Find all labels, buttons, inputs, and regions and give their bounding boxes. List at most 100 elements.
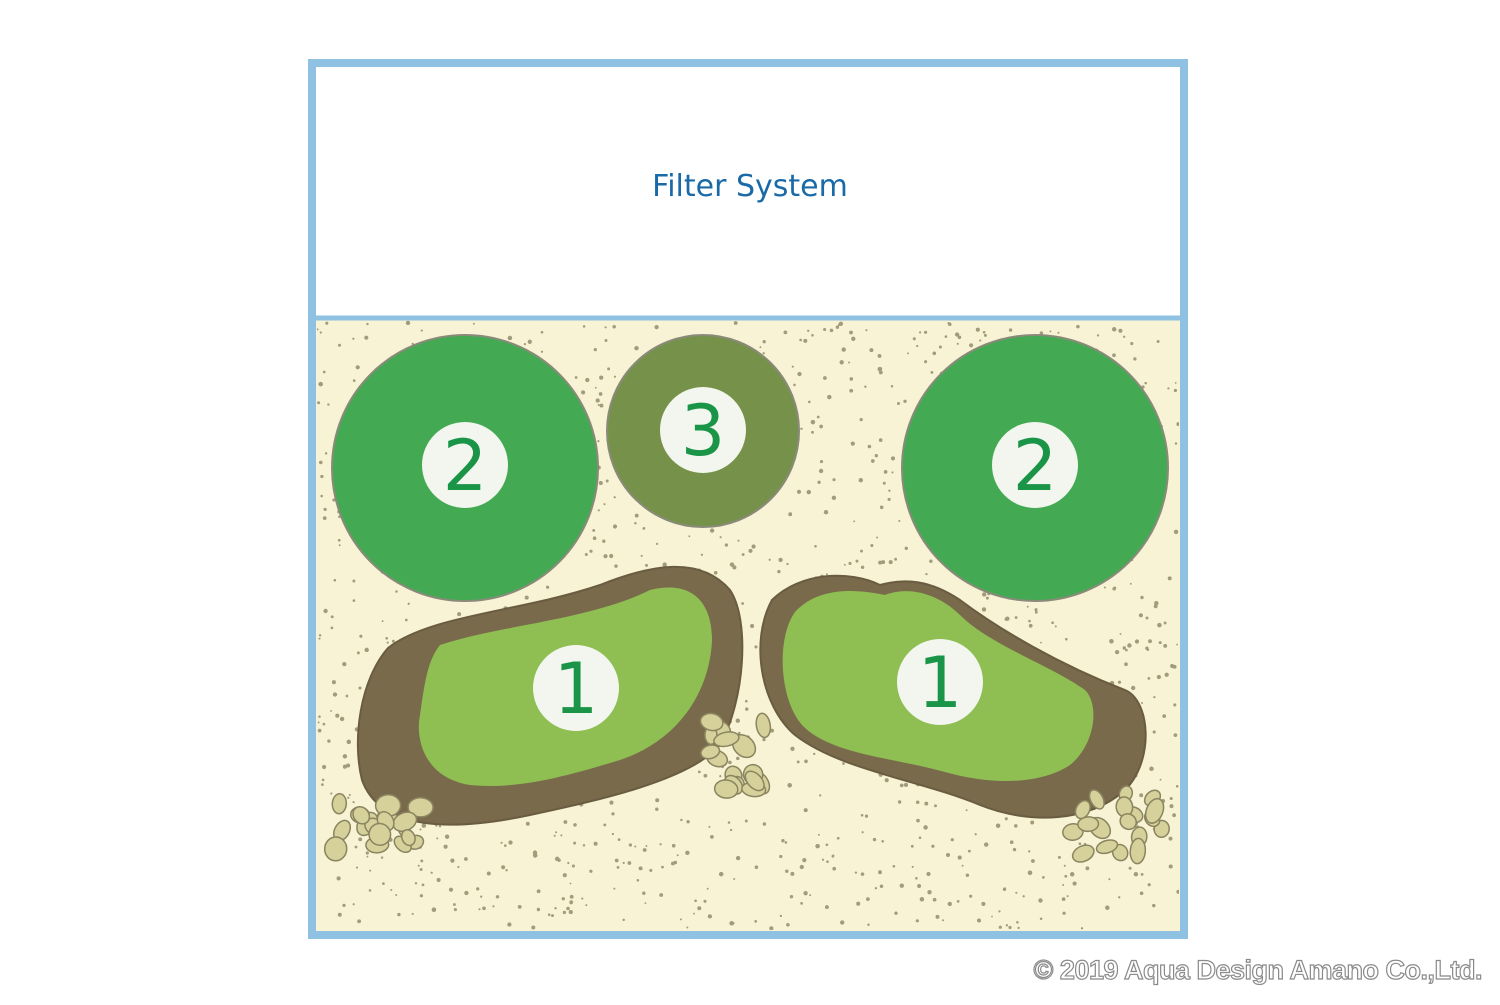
sand-grain bbox=[925, 572, 928, 576]
sand-grain bbox=[754, 920, 758, 923]
sand-grain bbox=[837, 323, 841, 327]
sand-grain bbox=[495, 895, 500, 899]
sand-grain bbox=[540, 330, 544, 334]
sand-grain bbox=[1038, 898, 1043, 903]
gravel-cluster-center bbox=[699, 712, 772, 799]
sand-grain bbox=[555, 831, 558, 834]
sand-grain bbox=[1169, 804, 1174, 809]
sand-grain bbox=[347, 796, 350, 799]
sand-grain bbox=[405, 320, 411, 326]
sand-grain bbox=[762, 822, 767, 826]
sand-grain bbox=[897, 402, 900, 405]
sand-grain bbox=[693, 912, 695, 915]
gravel-pebble bbox=[1129, 837, 1147, 865]
sand-grain bbox=[1057, 331, 1060, 334]
sand-grain bbox=[346, 739, 352, 745]
sand-grain bbox=[604, 326, 607, 329]
sand-grain bbox=[790, 871, 795, 876]
sand-grain bbox=[605, 479, 609, 483]
sand-grain bbox=[517, 905, 522, 909]
sand-grain bbox=[697, 906, 702, 911]
sand-grain bbox=[366, 322, 369, 326]
sand-grain bbox=[917, 884, 922, 888]
sand-grain bbox=[829, 328, 834, 333]
sand-grain bbox=[897, 800, 902, 804]
sand-grain bbox=[1031, 859, 1035, 863]
sand-grain bbox=[622, 861, 625, 865]
sand-grain bbox=[330, 792, 333, 795]
sand-grain bbox=[788, 512, 793, 517]
sand-grain bbox=[878, 367, 883, 371]
sand-grain bbox=[342, 661, 347, 667]
sand-grain bbox=[1069, 872, 1075, 877]
sand-grain bbox=[748, 548, 753, 553]
sand-grain bbox=[824, 905, 829, 910]
sand-grain bbox=[597, 403, 600, 407]
sand-grain bbox=[421, 823, 427, 828]
sand-grain bbox=[551, 914, 554, 918]
sand-grain bbox=[1034, 608, 1038, 612]
sand-grain bbox=[791, 365, 794, 368]
sand-grain bbox=[366, 855, 369, 858]
sand-grain bbox=[762, 737, 766, 742]
sand-grain bbox=[737, 731, 741, 735]
sand-grain bbox=[858, 478, 863, 483]
sand-grain bbox=[737, 539, 740, 542]
sand-grain bbox=[419, 828, 422, 831]
sand-grain bbox=[981, 592, 987, 597]
marker-number: 3 bbox=[681, 390, 726, 472]
sand-grain bbox=[318, 460, 323, 465]
sand-grain bbox=[1003, 887, 1006, 890]
sand-grain bbox=[932, 897, 937, 902]
sand-grain bbox=[1078, 842, 1082, 846]
sand-grain bbox=[505, 869, 508, 872]
sand-grain bbox=[706, 887, 709, 890]
sand-grain bbox=[779, 914, 783, 918]
sand-grain bbox=[860, 565, 865, 570]
sand-grain bbox=[945, 852, 951, 858]
sand-grain bbox=[731, 921, 735, 925]
sand-grain bbox=[320, 474, 324, 479]
sand-grain bbox=[327, 739, 331, 743]
sand-grain bbox=[1133, 871, 1139, 877]
sand-grain bbox=[786, 562, 789, 566]
sand-grain bbox=[1016, 921, 1019, 924]
gravel-pebble bbox=[700, 744, 721, 760]
sand-grain bbox=[867, 444, 872, 449]
sand-grain bbox=[1124, 662, 1128, 667]
sand-grain bbox=[1028, 623, 1033, 628]
sand-grain bbox=[540, 350, 544, 353]
sand-grain bbox=[888, 560, 893, 565]
sand-grain bbox=[849, 388, 854, 393]
sand-grain bbox=[982, 330, 986, 334]
sand-grain bbox=[703, 899, 707, 903]
filter-system-label: Filter System bbox=[652, 169, 848, 204]
sand-grain bbox=[609, 553, 614, 559]
sand-grain bbox=[1167, 576, 1172, 581]
gravel-pebble bbox=[1088, 789, 1105, 810]
sand-grain bbox=[317, 728, 322, 733]
sand-grain bbox=[797, 371, 802, 377]
sand-grain bbox=[573, 841, 577, 845]
sand-grain bbox=[879, 505, 884, 510]
sand-grain bbox=[676, 854, 679, 857]
sand-grain bbox=[628, 843, 633, 847]
sand-grain bbox=[318, 381, 323, 387]
sand-grain bbox=[649, 868, 653, 872]
sand-grain bbox=[585, 377, 590, 383]
sand-grain bbox=[567, 861, 570, 865]
sand-grain bbox=[915, 876, 918, 880]
sand-grain bbox=[380, 856, 384, 859]
sand-grain bbox=[899, 883, 904, 888]
filter-system-area bbox=[312, 63, 1184, 318]
sand-grain bbox=[969, 343, 974, 348]
sand-grain bbox=[671, 843, 676, 848]
sand-grain bbox=[1085, 868, 1088, 871]
sand-grain bbox=[634, 513, 639, 518]
sand-grain bbox=[916, 818, 920, 823]
sand-grain bbox=[932, 351, 937, 356]
sand-grain bbox=[872, 837, 877, 842]
sand-grain bbox=[1139, 793, 1144, 798]
sand-grain bbox=[947, 901, 952, 907]
sand-grain bbox=[849, 377, 854, 381]
